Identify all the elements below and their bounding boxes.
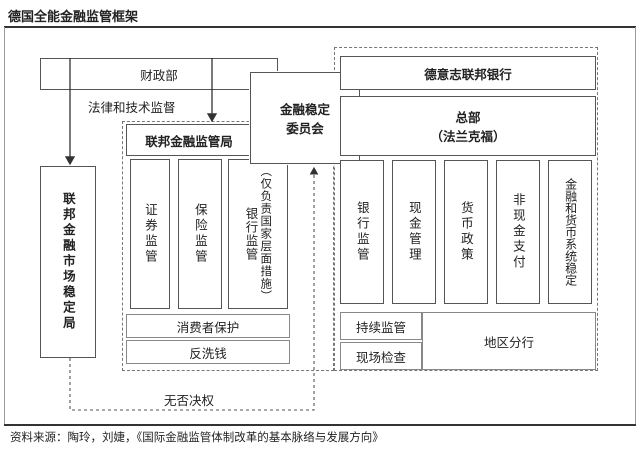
ministry-of-finance-label: 财政部 xyxy=(140,67,178,83)
onsite-inspection-label: 现场检查 xyxy=(355,349,406,365)
consumer-protection-label: 消费者保护 xyxy=(176,319,240,335)
regional-branches-label: 地区分行 xyxy=(483,334,534,350)
headquarters-label-2: （法兰克福） xyxy=(430,129,506,144)
cash-management-box: 现金管理 xyxy=(392,160,436,304)
banking-supervision-label: 银行监管 xyxy=(243,207,259,261)
financial-monetary-stability-box: 金融和货币系统稳定 xyxy=(548,160,592,304)
bundesbank-box: 德意志联邦银行 xyxy=(340,56,596,90)
ministry-of-finance-box: 财政部 xyxy=(40,58,278,90)
financial-market-stabilization-agency-label: 联邦金融市场稳定局 xyxy=(60,192,76,332)
financial-market-stabilization-agency-box: 联邦金融市场稳定局 xyxy=(40,166,96,358)
insurance-supervision-box: 保险监管 xyxy=(178,159,222,309)
regional-branches-box: 地区分行 xyxy=(422,312,596,370)
banking-supervision-note: （仅负责国家层面措施） xyxy=(259,165,274,303)
headquarters-label-1: 总部 xyxy=(455,110,481,125)
bb-bank-supervision-label: 银行监管 xyxy=(354,201,370,263)
monetary-policy-label: 货币政策 xyxy=(458,201,474,263)
non-cash-payment-box: 非现金支付 xyxy=(496,160,540,304)
securities-supervision-label: 证券监管 xyxy=(142,203,158,265)
monetary-policy-box: 货币政策 xyxy=(444,160,488,304)
headquarters-box: 总部 （法兰克福） xyxy=(340,96,596,156)
anti-money-laundering-label: 反洗钱 xyxy=(189,345,227,361)
financial-stability-committee-label-1: 金融稳定 xyxy=(279,102,330,117)
source-note: 资料来源：陶玲，刘婕，《国际金融监管体制改革的基本脉络与发展方向》 xyxy=(10,430,384,444)
onsite-inspection-box: 现场检查 xyxy=(340,342,422,370)
veto-power-label: 无否决权 xyxy=(164,393,215,408)
bb-bank-supervision-box: 银行监管 xyxy=(340,160,384,304)
top-rule xyxy=(4,26,636,28)
continuous-supervision-box: 持续监管 xyxy=(340,312,422,340)
continuous-supervision-label: 持续监管 xyxy=(355,319,406,335)
financial-stability-committee-label-2: 委员会 xyxy=(286,121,324,136)
banking-supervision-box: （仅负责国家层面措施） 银行监管 xyxy=(228,159,288,309)
bundesbank-label: 德意志联邦银行 xyxy=(424,66,512,82)
consumer-protection-box: 消费者保护 xyxy=(126,314,290,338)
bottom-rule xyxy=(4,424,636,426)
anti-money-laundering-box: 反洗钱 xyxy=(126,340,290,364)
financial-monetary-stability-label: 金融和货币系统稳定 xyxy=(563,178,578,286)
cash-management-label: 现金管理 xyxy=(406,201,422,263)
bafin-label: 联邦金融监管局 xyxy=(145,133,233,149)
figure-frame xyxy=(4,27,636,424)
non-cash-payment-label: 非现金支付 xyxy=(510,193,526,271)
legal-tech-supervision-label: 法律和技术监督 xyxy=(88,100,176,115)
figure-title: 德国全能金融监管框架 xyxy=(8,10,139,25)
insurance-supervision-label: 保险监管 xyxy=(192,203,208,265)
securities-supervision-box: 证券监管 xyxy=(130,159,170,309)
bafin-box: 联邦金融监管局 xyxy=(126,124,252,156)
